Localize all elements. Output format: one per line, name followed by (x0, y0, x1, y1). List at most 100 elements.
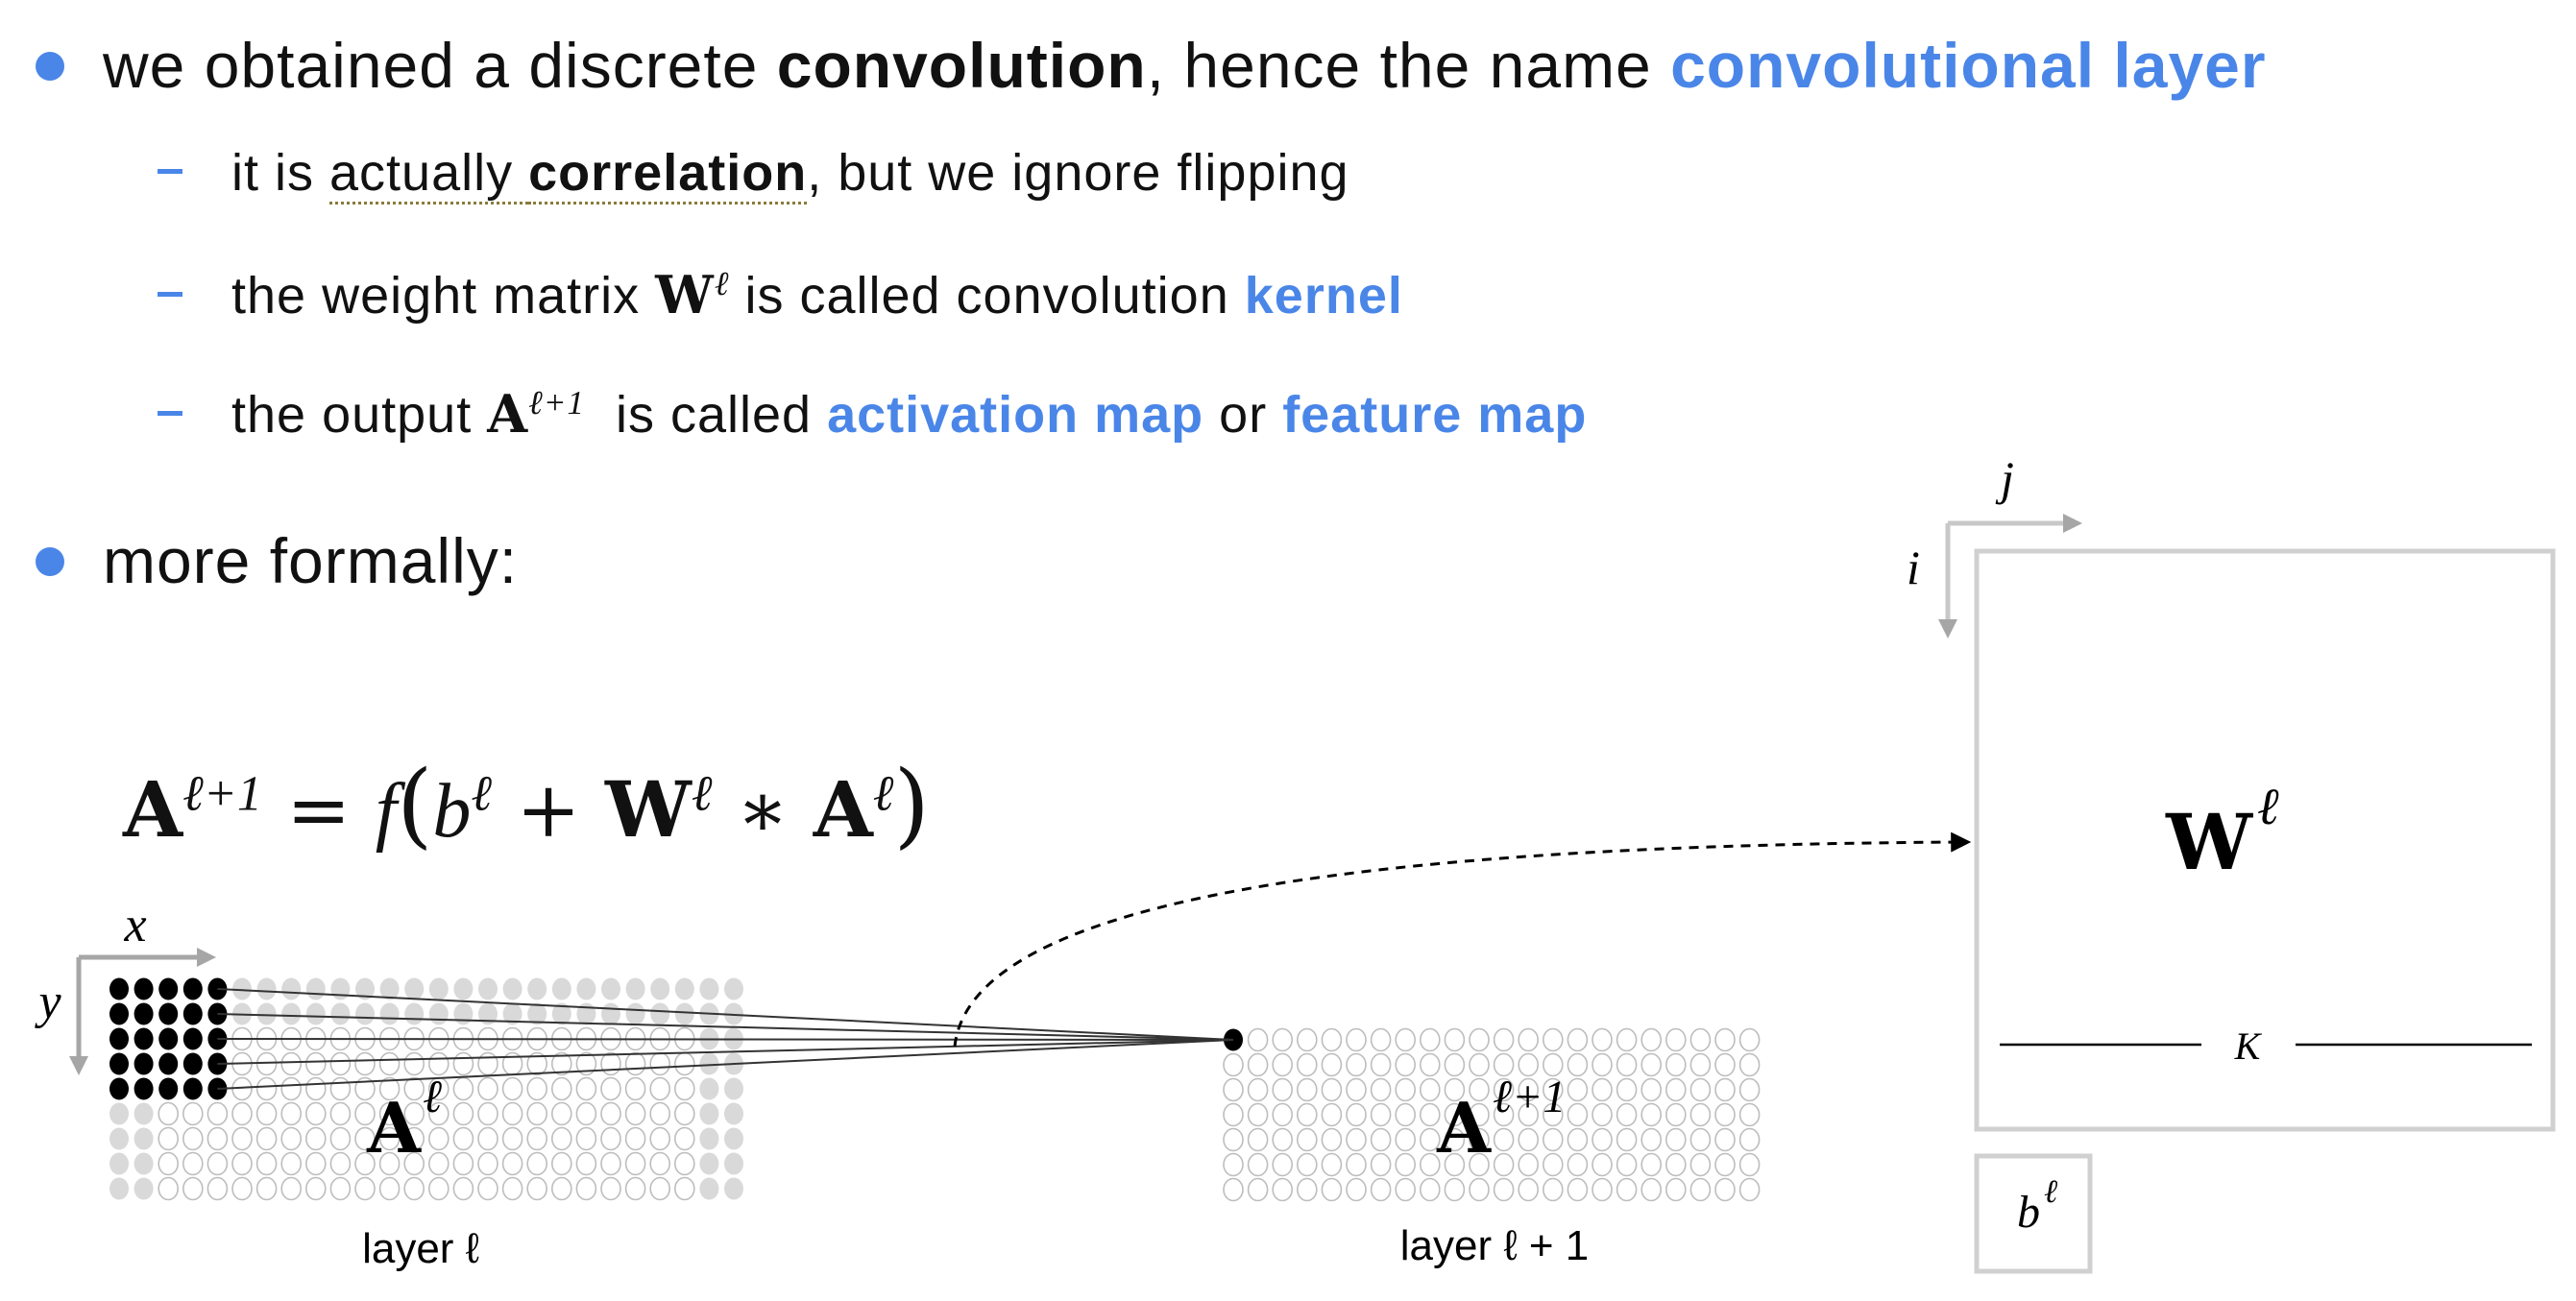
neuron (231, 1176, 253, 1201)
neuron (403, 1051, 425, 1076)
neuron (1714, 1052, 1736, 1077)
neuron (600, 1051, 621, 1076)
math-sup: ℓ (714, 265, 730, 302)
neuron (1518, 1052, 1539, 1077)
neuron (158, 1151, 179, 1176)
neuron (134, 1102, 154, 1125)
neuron (1321, 1127, 1343, 1152)
neuron (1493, 1152, 1515, 1177)
neuron (650, 1002, 670, 1025)
neuron (550, 1151, 572, 1176)
neuron (428, 977, 449, 1000)
math-W: W (655, 264, 715, 325)
active-neuron (158, 1002, 179, 1025)
neuron (526, 1126, 548, 1151)
neuron (1689, 1102, 1712, 1127)
math-sup: ℓ (872, 766, 894, 822)
text: the weight matrix (231, 267, 656, 325)
neuron (1665, 1077, 1687, 1102)
neuron (673, 1176, 695, 1201)
text: the output (231, 386, 488, 444)
math-sup: ℓ+1 (182, 766, 262, 822)
neuron (1370, 1027, 1392, 1052)
neuron (1346, 1077, 1367, 1102)
term-kernel: kernel (1244, 267, 1403, 325)
math-A: A (487, 383, 529, 445)
connection-line (217, 988, 1234, 1041)
neuron (1469, 1052, 1490, 1077)
neuron (231, 1126, 253, 1151)
active-neuron (158, 1077, 179, 1100)
text: it is (231, 144, 330, 202)
neuron (1714, 1027, 1736, 1052)
active-neuron (109, 1077, 129, 1100)
neuron (1592, 1177, 1613, 1202)
neuron (1247, 1052, 1269, 1077)
neuron (1395, 1077, 1416, 1102)
neuron (550, 1076, 572, 1101)
neuron (1689, 1127, 1712, 1152)
neuron (1567, 1177, 1589, 1202)
output-caption: layer ℓ + 1 (1400, 1222, 1589, 1269)
neuron (158, 1176, 179, 1201)
neuron (1346, 1152, 1367, 1177)
kernel-size-label: K (2234, 1024, 2263, 1068)
neuron (501, 1126, 523, 1151)
neuron (501, 1176, 523, 1201)
neuron (1689, 1177, 1712, 1202)
math-sup: ℓ (691, 766, 713, 822)
neuron (255, 1101, 278, 1126)
neuron (355, 1002, 375, 1025)
neuron (1272, 1127, 1293, 1152)
neuron (1689, 1052, 1712, 1077)
neuron (575, 1076, 597, 1101)
neuron (1370, 1102, 1392, 1127)
neuron (1297, 1077, 1318, 1102)
neuron (1346, 1102, 1367, 1127)
neuron (378, 1176, 401, 1201)
neuron (1370, 1177, 1392, 1202)
neuron (354, 1076, 376, 1101)
neuron (427, 1176, 450, 1201)
neuron (1665, 1027, 1687, 1052)
term-convolution: convolution (776, 30, 1147, 101)
neuron (478, 977, 498, 1000)
neuron (624, 1176, 646, 1201)
neuron (403, 1101, 425, 1126)
neuron (526, 1076, 548, 1101)
neuron (329, 1051, 352, 1076)
neuron (724, 1077, 743, 1100)
neuron (281, 977, 302, 1000)
neuron (1738, 1077, 1761, 1102)
neuron (1321, 1027, 1343, 1052)
neuron (1616, 1027, 1638, 1052)
neuron (1223, 1102, 1244, 1127)
neuron (280, 1076, 303, 1101)
active-neuron (158, 977, 179, 1000)
neuron (526, 1151, 548, 1176)
neuron (724, 1177, 743, 1200)
neuron (1223, 1177, 1244, 1202)
neuron (1247, 1102, 1269, 1127)
math-sup: ℓ+1 (528, 384, 585, 422)
neuron (674, 977, 694, 1000)
neuron (1321, 1077, 1343, 1102)
neuron (379, 977, 400, 1000)
neuron (1420, 1177, 1441, 1202)
term-feature-map: feature map (1282, 386, 1588, 444)
neuron (329, 1101, 352, 1126)
neuron (1272, 1052, 1293, 1077)
neuron (1543, 1127, 1564, 1152)
neuron (724, 977, 743, 1000)
text: , but we ignore flipping (807, 144, 1349, 202)
neuron (1493, 1027, 1515, 1052)
neuron (1346, 1177, 1367, 1202)
bullet-convolution: we obtained a discrete convolution, henc… (103, 29, 2267, 102)
bias-label: b (2017, 1187, 2040, 1238)
neuron (1469, 1127, 1490, 1152)
math-A: A (813, 764, 873, 855)
math-star: ∗ (712, 765, 814, 855)
neuron (452, 1076, 474, 1101)
math-A: A (366, 1087, 422, 1168)
neuron (1297, 1152, 1318, 1177)
